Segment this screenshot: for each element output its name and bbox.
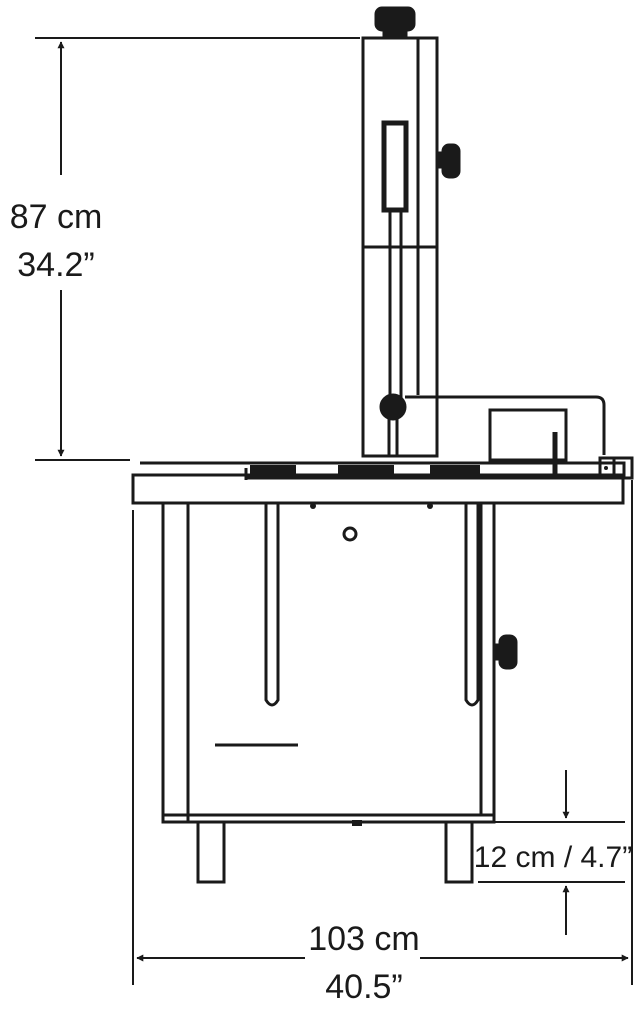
height-dimension <box>35 37 360 461</box>
blade-column <box>361 36 439 458</box>
width-imperial-label: 40.5” <box>325 968 403 1006</box>
cabinet-side-knob <box>492 634 518 670</box>
clearance-dimension <box>478 770 625 935</box>
width-dimension <box>132 480 633 985</box>
motor-housing <box>405 395 606 478</box>
top-knob <box>374 6 416 38</box>
blade-guide <box>379 393 407 455</box>
height-imperial-label: 34.2” <box>17 246 95 284</box>
cabinet <box>161 501 496 826</box>
saw-machine <box>131 6 634 884</box>
legs <box>196 820 474 884</box>
clearance-label: 12 cm / 4.7” <box>474 841 632 874</box>
width-metric-label: 103 cm <box>308 920 420 958</box>
column-side-knob <box>435 143 461 179</box>
height-metric-label: 87 cm <box>10 198 103 236</box>
